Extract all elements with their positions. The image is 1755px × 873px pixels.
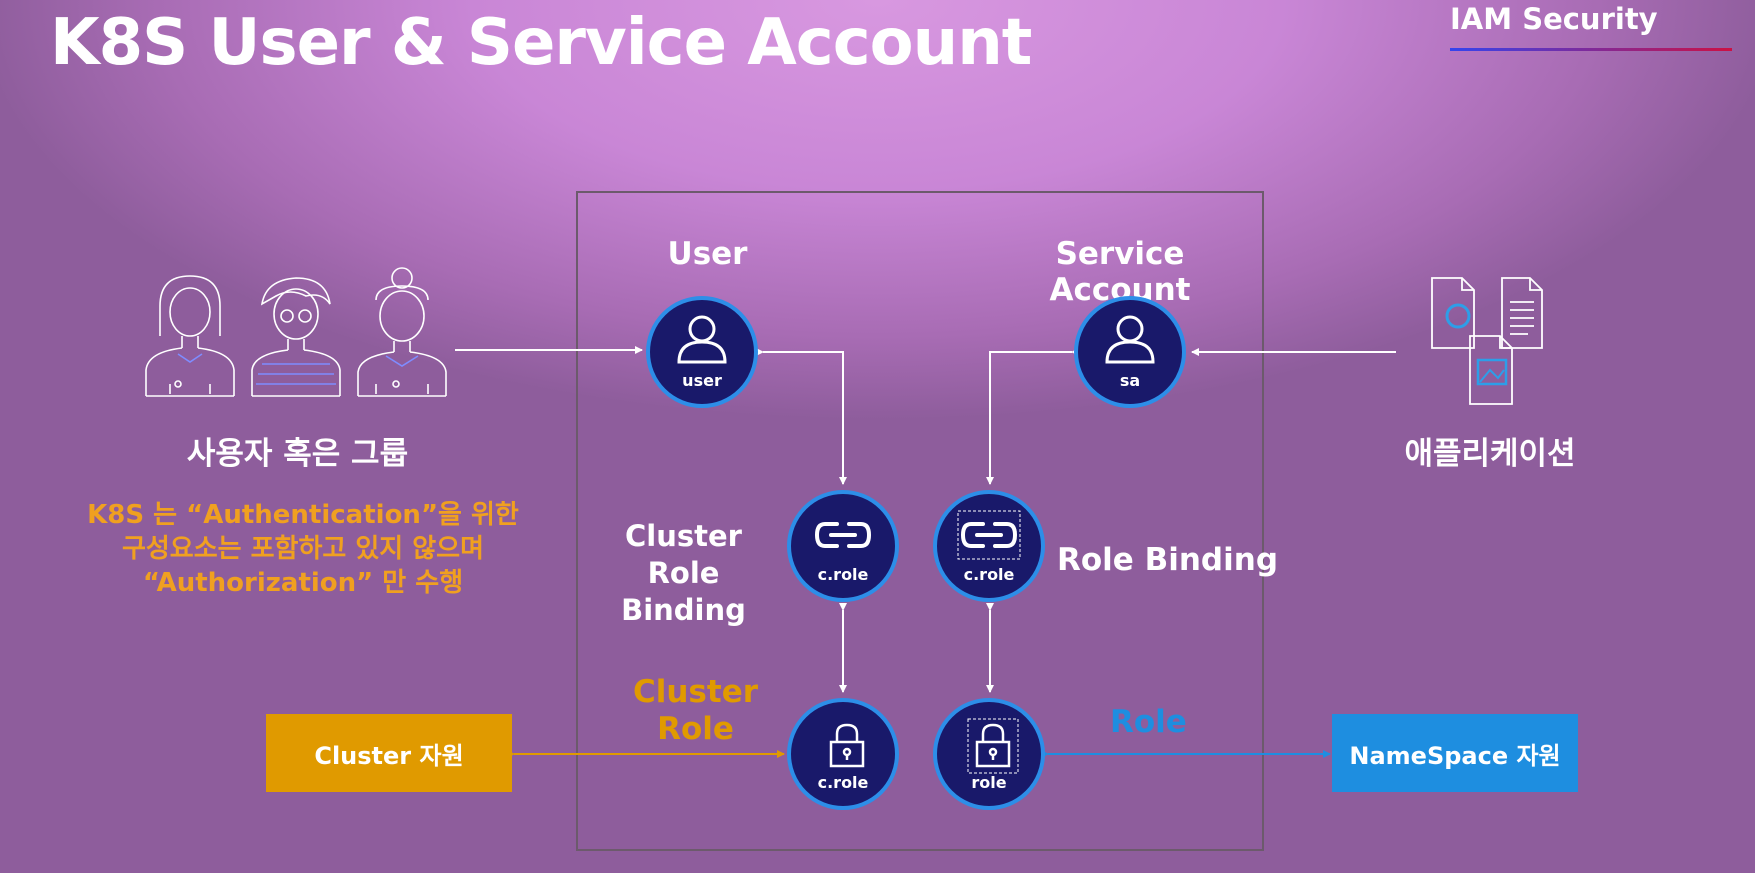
person-icon [1105,315,1155,364]
user-node-label: user [682,371,722,390]
heading-line: Cluster [632,674,759,710]
person-icon [677,315,727,364]
authn-note: K8S 는 “Authentication”을 위한 구성요소는 포함하고 있지… [60,498,546,600]
role-node: role [933,698,1045,810]
service-account-node: sa [1074,296,1186,408]
role-heading: Role [1110,704,1187,740]
application-caption: 애플리케이션 [1404,436,1576,472]
user-heading: User [667,236,748,272]
heading-line: Role [657,711,734,747]
user-node: user [646,296,758,408]
badge-underline [1450,48,1732,51]
crb-node-label: c.role [817,565,869,584]
role-binding-heading: Role Binding [1057,542,1279,578]
link-icon [814,522,872,548]
namespace-resource-box: NameSpace 자원 [1332,714,1578,792]
application-documents-icon [1431,277,1543,405]
lock-icon [967,718,1019,774]
role-node-label: role [971,773,1007,792]
section-badge: IAM Security [1450,2,1658,36]
cr-node-label: c.role [817,773,869,792]
heading-line: Role Binding [621,556,746,627]
k8s-boundary-frame [576,191,1264,851]
lock-icon [829,723,865,768]
users-group-caption: 사용자 혹은 그룹 [186,436,409,472]
cluster-role-node: c.role [787,698,899,810]
note-line: 구성요소는 포함하고 있지 않으며 [121,534,485,564]
note-line: K8S 는 “Authentication”을 위한 [87,500,519,530]
note-line: “Authorization” 만 수행 [142,568,464,598]
cluster-resource-box: Cluster 자원 [266,714,512,792]
link-icon [957,510,1021,560]
cluster-role-binding-heading: Cluster Role Binding [586,518,781,629]
sa-node-label: sa [1119,371,1141,390]
sa-to-rb-connector [986,348,1079,485]
rb-node-label: c.role [963,565,1015,584]
user-to-crb-connector [756,348,847,485]
page-title: K8S User & Service Account [50,6,1032,80]
cluster-role-heading: Cluster Role [618,674,773,748]
cluster-role-binding-node: c.role [787,490,899,602]
role-binding-node: c.role [933,490,1045,602]
users-group-icon [145,267,447,397]
heading-line: Cluster [625,519,742,553]
